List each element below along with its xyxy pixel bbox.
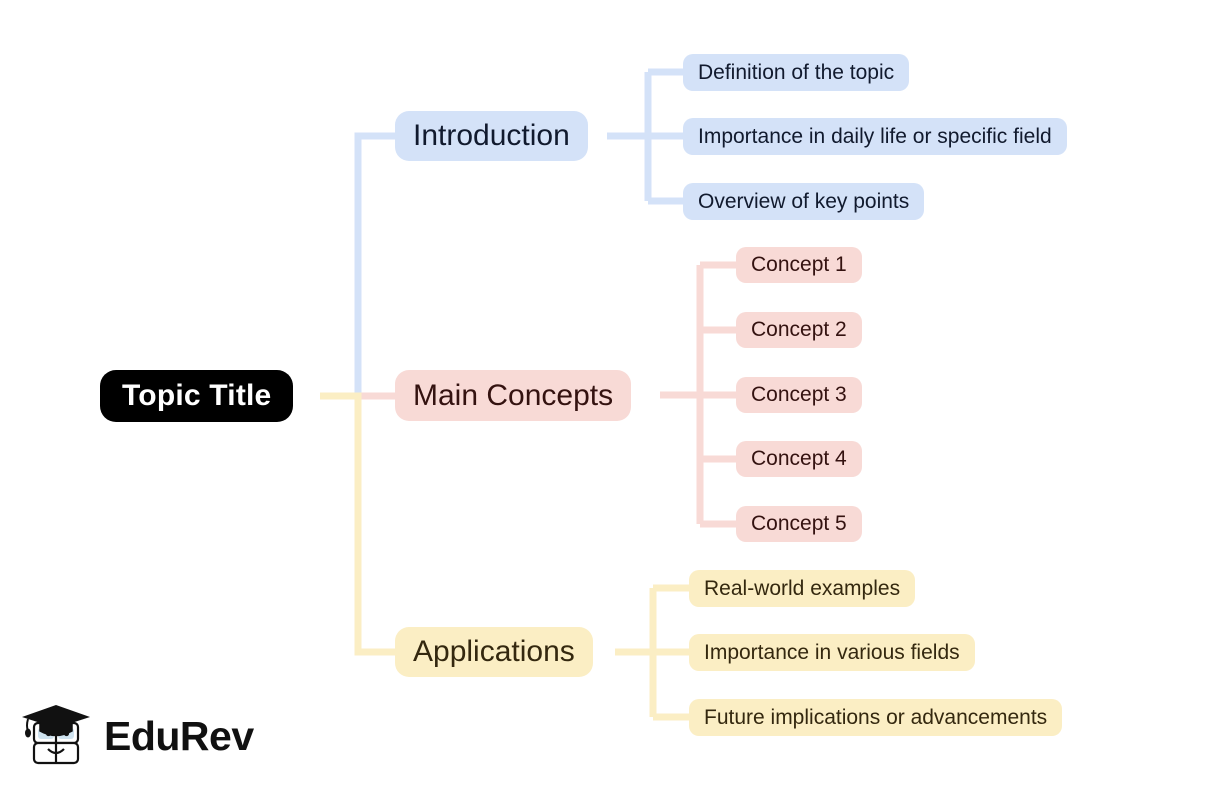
- branch-node-applications[interactable]: Applications: [395, 627, 593, 677]
- leaf-node-label: Importance in various fields: [704, 640, 960, 664]
- connector-root-applications: [320, 392, 396, 656]
- branch-node-label: Introduction: [413, 119, 570, 152]
- leaf-node-future-implications[interactable]: Future implications or advancements: [689, 699, 1063, 736]
- leaf-node-label: Overview of key points: [698, 189, 910, 213]
- leaf-node-concept-5[interactable]: Concept 5: [736, 506, 862, 542]
- branch-node-label: Main Concepts: [413, 378, 614, 412]
- leaf-node-label: Concept 5: [751, 512, 847, 535]
- leaf-node-label: Concept 1: [751, 253, 847, 276]
- leaf-node-importance-in-various-fields[interactable]: Importance in various fields: [689, 634, 975, 671]
- connector-root-introduction: [320, 132, 396, 400]
- leaf-node-concept-1[interactable]: Concept 1: [736, 247, 862, 283]
- branch-node-label: Applications: [413, 635, 575, 668]
- edurev-wordmark: EduRev: [104, 712, 254, 759]
- leaf-node-concept-2[interactable]: Concept 2: [736, 312, 862, 348]
- branch-node-introduction[interactable]: Introduction: [395, 111, 588, 161]
- leaf-node-concept-4[interactable]: Concept 4: [736, 441, 862, 477]
- branch-node-main-concepts[interactable]: Main Concepts: [395, 370, 632, 421]
- graduation-cap-book-icon: [22, 705, 90, 765]
- leaf-node-label: Concept 3: [751, 383, 847, 406]
- root-node-label: Topic Title: [122, 379, 272, 412]
- leaf-node-label: Concept 2: [751, 318, 847, 341]
- leaf-node-label: Concept 4: [751, 447, 847, 470]
- leaf-node-label: Real-world examples: [704, 576, 901, 600]
- leaf-node-importance-in-daily-life[interactable]: Importance in daily life or specific fie…: [683, 118, 1067, 155]
- edurev-watermark: EduRev: [20, 700, 254, 772]
- leaf-node-real-world-examples[interactable]: Real-world examples: [689, 570, 916, 607]
- leaf-node-definition-of-the-topic[interactable]: Definition of the topic: [683, 54, 910, 91]
- root-node-topic-title[interactable]: Topic Title: [100, 370, 294, 422]
- leaf-node-overview-of-key-points[interactable]: Overview of key points: [683, 183, 925, 220]
- leaf-node-label: Importance in daily life or specific fie…: [698, 124, 1052, 148]
- leaf-node-concept-3[interactable]: Concept 3: [736, 377, 862, 413]
- leaf-node-label: Future implications or advancements: [704, 705, 1048, 729]
- leaf-node-label: Definition of the topic: [698, 60, 895, 84]
